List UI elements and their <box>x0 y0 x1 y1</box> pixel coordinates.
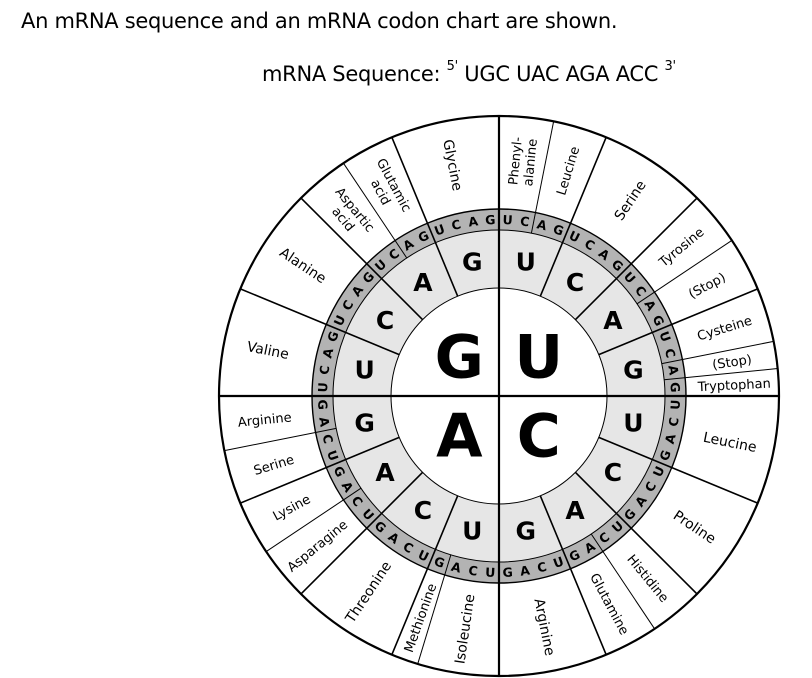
amino-acid-divider <box>661 340 774 365</box>
five-prime-marker: 5' <box>446 59 459 74</box>
third-letter-UGG: G <box>668 382 683 393</box>
amino-acid-divider <box>530 121 555 234</box>
second-letter-UC: C <box>566 268 584 297</box>
third-letter-UUC: C <box>519 213 530 229</box>
amino-acid-divider <box>590 533 655 630</box>
second-letter-divider <box>598 288 758 356</box>
third-letter-CUA: A <box>662 432 679 445</box>
second-letter-divider <box>240 436 400 504</box>
third-letter-GUG: G <box>324 329 342 344</box>
second-letter-UU: U <box>516 248 536 277</box>
third-letter-AUA: A <box>450 559 463 576</box>
second-letter-CC: C <box>604 458 622 487</box>
second-letter-CU: U <box>623 409 643 438</box>
first-letter-G: G <box>435 322 484 392</box>
third-letter-GUC: C <box>316 364 332 375</box>
second-letter-divider <box>574 197 698 321</box>
second-letter-divider <box>240 288 400 356</box>
third-letter-CUU: U <box>668 399 683 410</box>
sequence-label: mRNA Sequence: <box>262 62 441 86</box>
second-letter-divider <box>598 436 758 504</box>
three-prime-marker: 3' <box>664 59 677 74</box>
third-letter-UGA: A <box>665 364 681 376</box>
third-letter-GGC: C <box>450 216 463 233</box>
third-letter-GUU: U <box>315 382 330 393</box>
second-letter-AA: A <box>375 458 395 487</box>
second-letter-divider <box>574 471 698 595</box>
third-letter-UGC: C <box>662 347 679 360</box>
amino-acid-divider <box>265 487 362 552</box>
second-letter-AU: U <box>462 516 482 545</box>
first-letter-U: U <box>514 322 563 392</box>
third-letter-CGG: G <box>502 565 513 580</box>
third-letter-AGC: C <box>319 433 336 446</box>
third-letter-UUU: U <box>502 212 513 227</box>
amino-acid-label: Tryptophan <box>696 377 771 396</box>
second-letter-AG: G <box>354 409 375 438</box>
third-letter-AUU: U <box>485 565 496 580</box>
third-letter-CUG: G <box>656 448 674 463</box>
amino-acid-label: Arginine <box>237 410 292 430</box>
question-prompt: An mRNA sequence and an mRNA codon chart… <box>21 9 618 33</box>
amino-acid-label: Phenyl-alanine <box>506 136 541 187</box>
third-letter-CGA: A <box>519 562 531 578</box>
third-letter-AGU: U <box>324 448 342 463</box>
mrna-sequence: mRNA Sequence: 5' UGC UAC AGA ACC 3' <box>262 59 677 86</box>
second-letter-GU: U <box>354 355 374 384</box>
second-letter-GA: A <box>413 268 433 297</box>
third-letter-AGG: G <box>315 399 330 410</box>
second-letter-CG: G <box>515 516 536 545</box>
sequence-codons: UGC UAC AGA ACC <box>464 62 659 86</box>
third-letter-GGA: A <box>467 213 479 229</box>
third-letter-AUG: G <box>432 553 447 571</box>
third-letter-AGA: A <box>316 416 332 428</box>
third-letter-CGU: U <box>551 553 566 571</box>
third-letter-CUC: C <box>665 416 681 427</box>
third-letter-CGC: C <box>536 559 549 576</box>
second-letter-UG: G <box>623 355 644 384</box>
third-letter-UUA: A <box>535 216 548 233</box>
third-letter-UUG: G <box>551 221 566 239</box>
second-letter-divider <box>391 495 459 655</box>
amino-acid-divider <box>636 240 733 305</box>
third-letter-GGG: G <box>485 212 496 227</box>
third-letter-GUA: A <box>319 346 336 359</box>
second-letter-divider <box>391 137 459 297</box>
amino-acid-divider <box>343 162 408 259</box>
third-letter-UGU: U <box>656 329 674 344</box>
first-letter-C: C <box>517 402 561 472</box>
second-letter-UA: A <box>603 306 623 335</box>
third-letter-AUC: C <box>467 562 478 578</box>
second-letter-divider <box>539 137 607 297</box>
first-letter-A: A <box>436 402 483 472</box>
amino-acid-divider <box>417 554 452 665</box>
second-letter-divider <box>300 197 424 321</box>
amino-acid-label: (Stop) <box>711 353 752 374</box>
wheel-dividers <box>219 116 779 676</box>
second-letter-CA: A <box>565 496 585 525</box>
second-letter-divider <box>300 471 424 595</box>
second-letter-GG: G <box>462 248 483 277</box>
second-letter-AC: C <box>414 496 432 525</box>
amino-acid-divider <box>664 368 778 381</box>
second-letter-GC: C <box>376 306 394 335</box>
amino-acid-divider <box>224 427 337 452</box>
third-letter-GGU: U <box>432 221 447 239</box>
second-letter-divider <box>539 495 607 655</box>
